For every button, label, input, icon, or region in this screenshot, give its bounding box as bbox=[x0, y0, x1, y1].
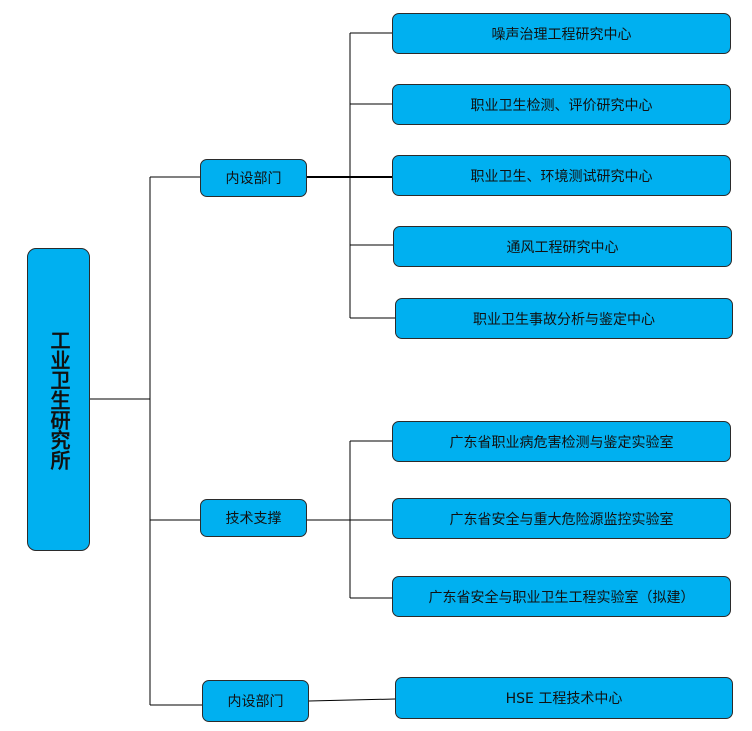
leaf-node: 职业卫生检测、评价研究中心 bbox=[392, 84, 731, 125]
leaf-label: 噪声治理工程研究中心 bbox=[491, 26, 632, 43]
branch-label: 内设部门 bbox=[227, 694, 284, 710]
leaf-node: 广东省职业病危害检测与鉴定实验室 bbox=[392, 421, 731, 462]
leaf-node: 职业卫生事故分析与鉴定中心 bbox=[395, 298, 733, 339]
leaf-node: 广东省安全与重大危险源监控实验室 bbox=[392, 498, 731, 539]
leaf-label: 职业卫生事故分析与鉴定中心 bbox=[473, 311, 655, 328]
leaf-label: 职业卫生、环境测试研究中心 bbox=[470, 168, 653, 185]
leaf-label: 广东省安全与重大危险源监控实验室 bbox=[449, 511, 674, 528]
leaf-node: 噪声治理工程研究中心 bbox=[392, 13, 731, 54]
leaf-node: 通风工程研究中心 bbox=[393, 226, 732, 267]
leaf-label: HSE 工程技术中心 bbox=[505, 691, 623, 707]
root-label: 工业卫生研究所 bbox=[47, 329, 71, 470]
leaf-node: 职业卫生、环境测试研究中心 bbox=[392, 155, 731, 196]
branch-node-2: 技术支撑 bbox=[200, 499, 307, 537]
branch-node-3: 内设部门 bbox=[202, 680, 309, 722]
branch-label: 技术支撑 bbox=[225, 511, 282, 527]
leaf-label: 通风工程研究中心 bbox=[506, 239, 619, 256]
leaf-label: 广东省职业病危害检测与鉴定实验室 bbox=[449, 434, 674, 451]
connector-b3-leaf-1 bbox=[308, 698, 396, 702]
leaf-node: HSE 工程技术中心 bbox=[395, 677, 733, 719]
branch-node-1: 内设部门 bbox=[200, 159, 307, 197]
root-node: 工业卫生研究所 bbox=[27, 248, 90, 551]
leaf-label: 广东省安全与职业卫生工程实验室（拟建） bbox=[428, 589, 695, 606]
leaf-label: 职业卫生检测、评价研究中心 bbox=[470, 97, 653, 114]
leaf-node: 广东省安全与职业卫生工程实验室（拟建） bbox=[392, 576, 731, 617]
branch-label: 内设部门 bbox=[225, 171, 282, 187]
